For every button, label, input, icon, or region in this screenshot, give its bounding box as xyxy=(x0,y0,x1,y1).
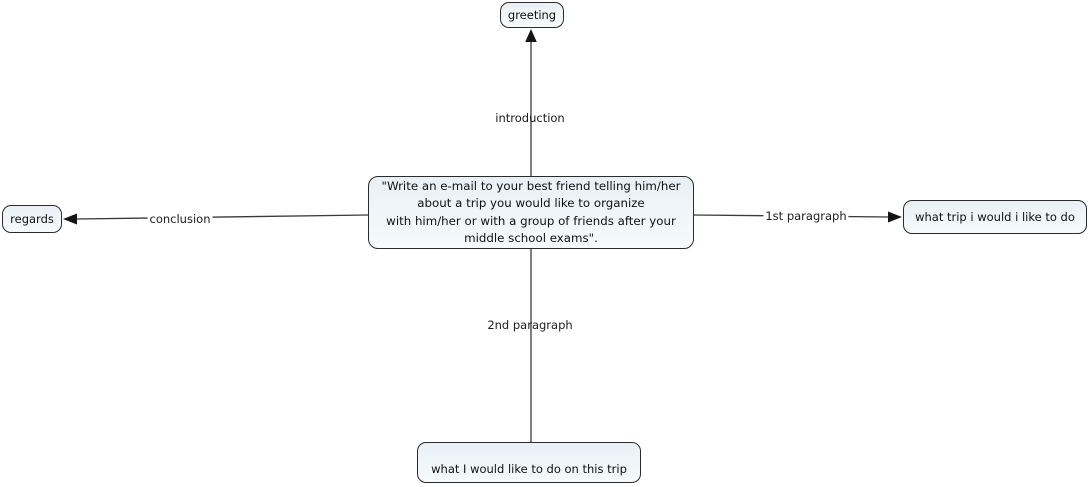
arrowhead-right-icon xyxy=(888,211,902,223)
edge-label-conclusion[interactable]: conclusion xyxy=(147,212,213,226)
edge-introduction[interactable] xyxy=(525,29,537,176)
node-greeting[interactable]: greeting xyxy=(500,2,564,28)
edge-label-first-paragraph[interactable]: 1st paragraph xyxy=(763,209,849,223)
node-center-task[interactable]: "Write an e-mail to your best friend tel… xyxy=(368,176,694,249)
edge-label-introduction[interactable]: introduction xyxy=(495,111,565,125)
edge-label-second-paragraph[interactable]: 2nd paragraph xyxy=(487,318,573,332)
node-second-paragraph-topic[interactable]: what I would like to do on this trip xyxy=(417,442,641,483)
arrowhead-left-icon xyxy=(63,213,77,225)
arrowhead-up-icon xyxy=(525,29,537,42)
node-regards[interactable]: regards xyxy=(2,205,62,233)
node-first-paragraph-topic[interactable]: what trip i would i like to do xyxy=(903,200,1087,234)
edge-conclusion[interactable] xyxy=(63,213,369,225)
